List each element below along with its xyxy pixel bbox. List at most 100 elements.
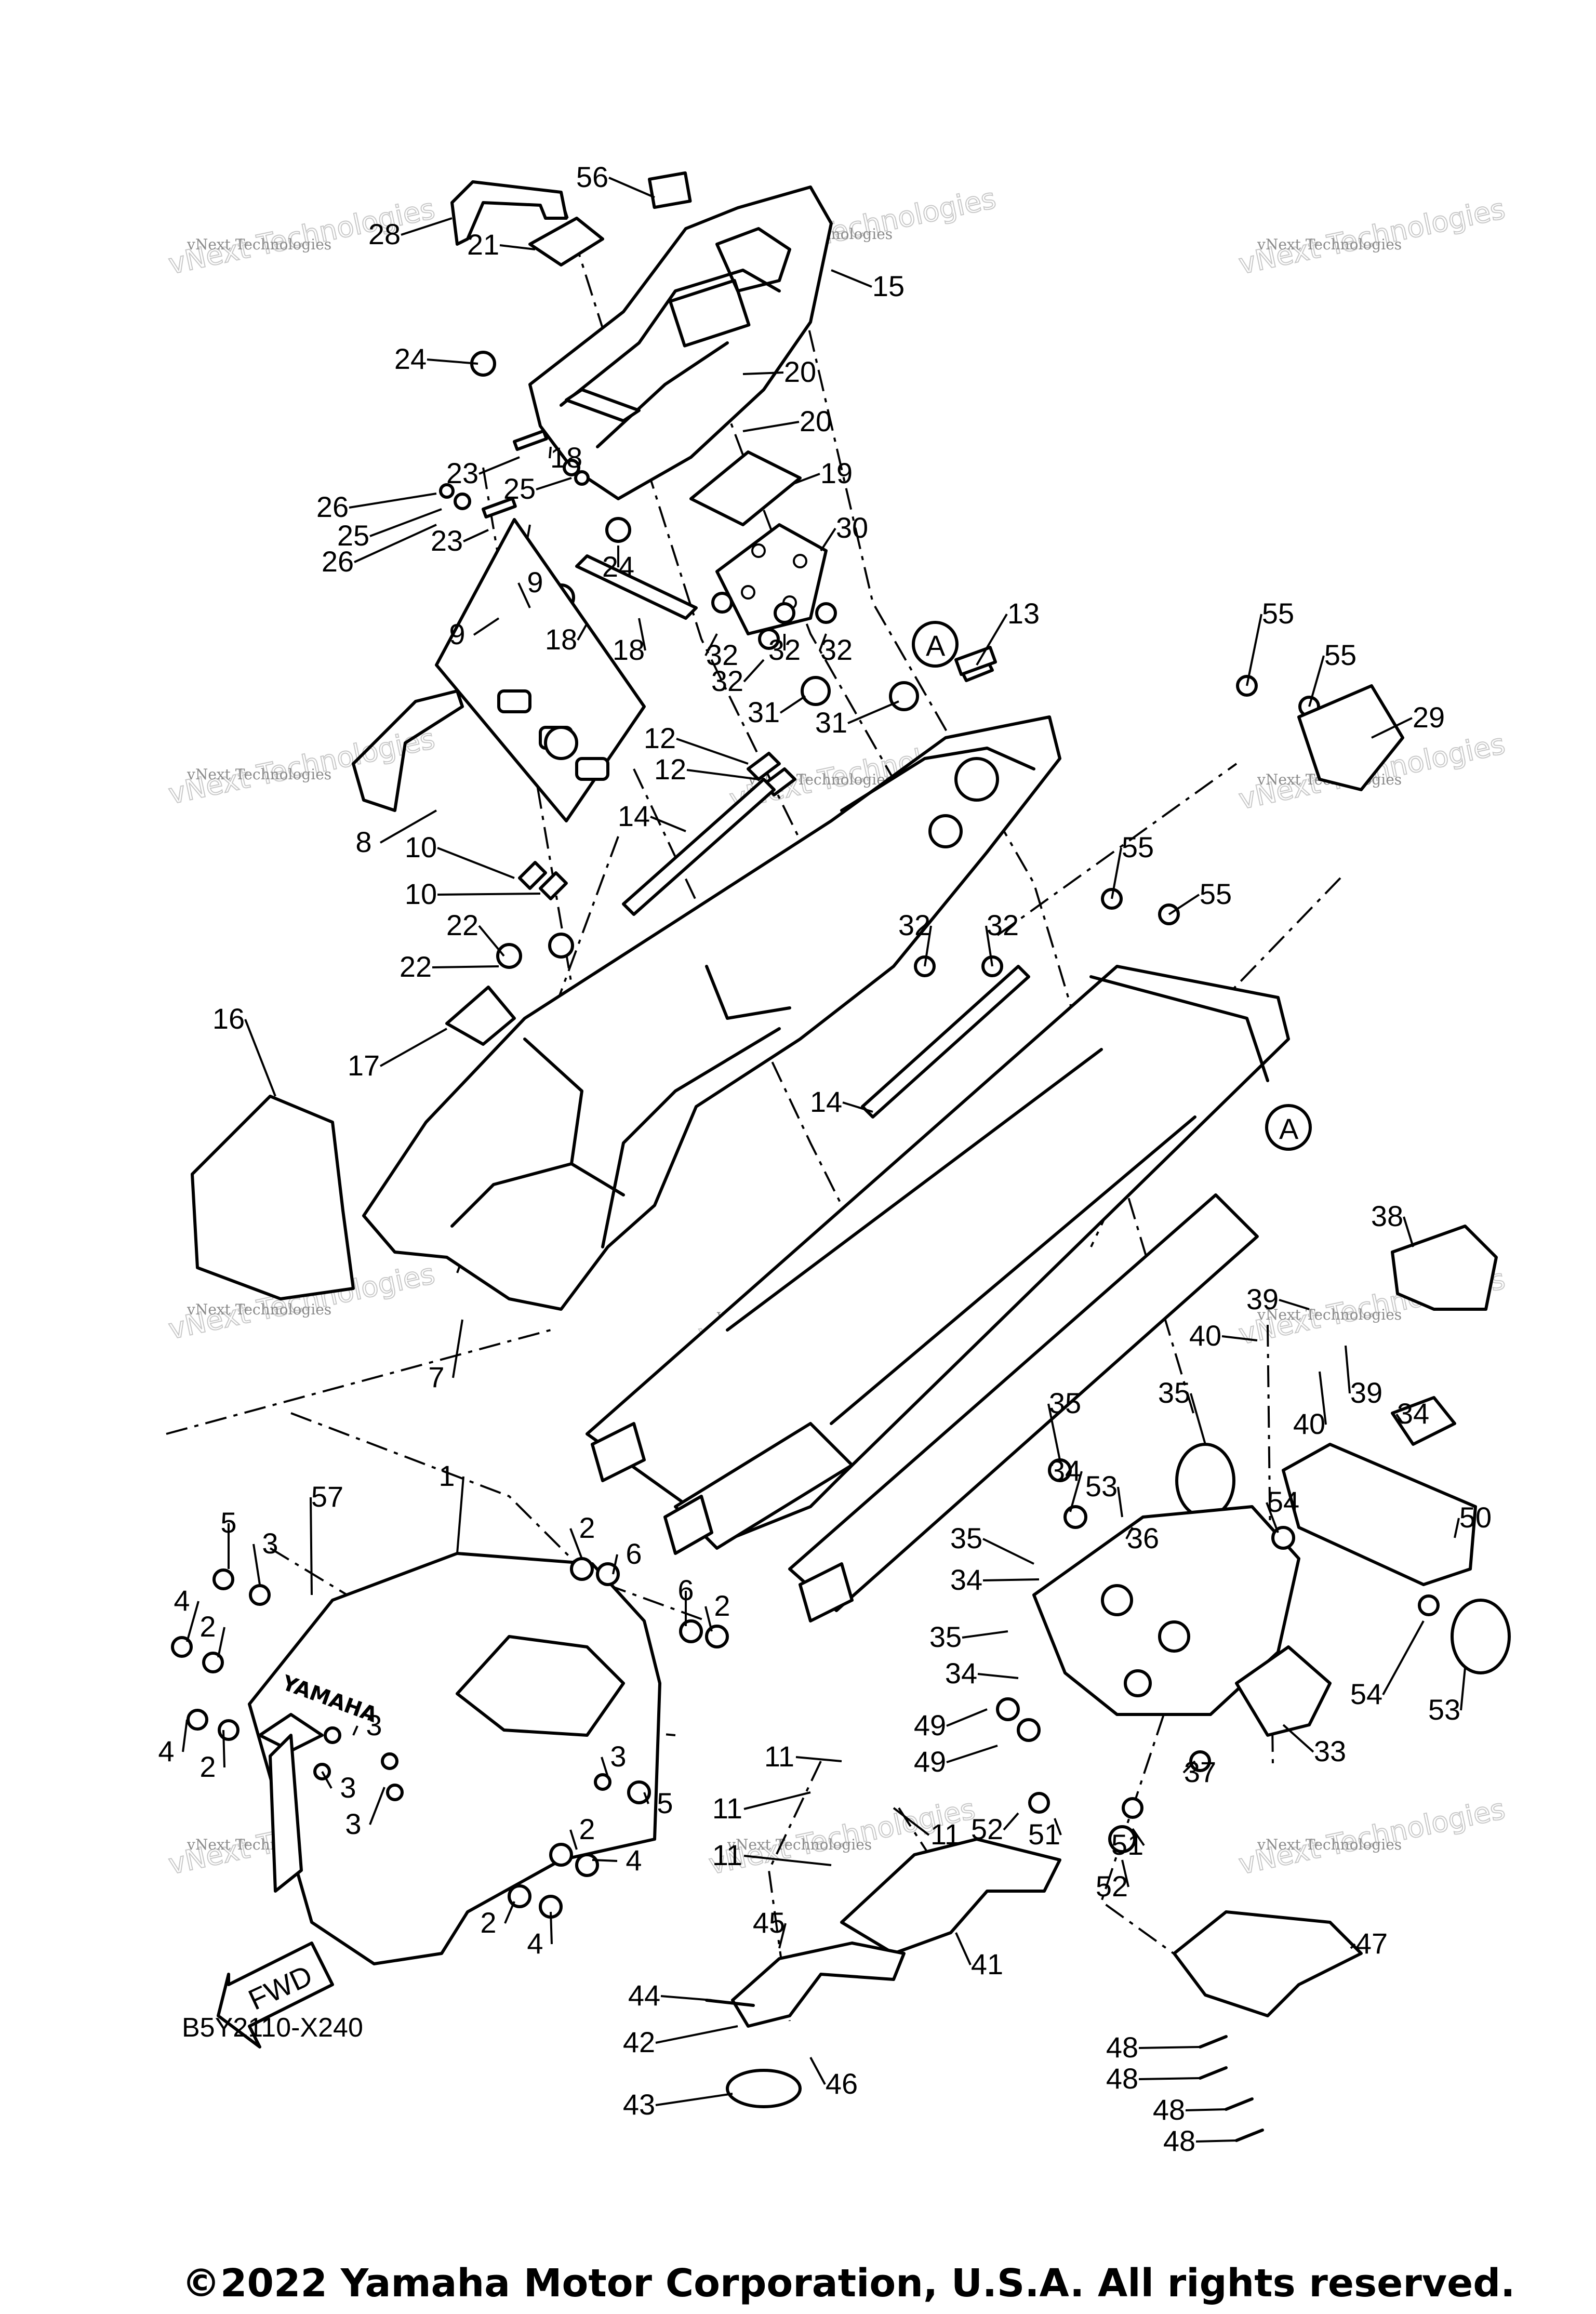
leader-line <box>1282 1724 1314 1753</box>
part-16-guard <box>191 1095 355 1300</box>
leader-line <box>349 493 437 509</box>
part-number-label: 35 <box>1158 1376 1190 1409</box>
leader-line <box>1371 717 1413 739</box>
callout-A-right: A <box>1265 1104 1312 1151</box>
part-number-label: 51 <box>1028 1818 1060 1851</box>
part-number-label: 11 <box>712 1839 742 1871</box>
leader-line <box>1138 2046 1201 2049</box>
leader-line <box>517 582 531 608</box>
leader-line <box>592 1859 618 1862</box>
leader-line <box>1168 894 1200 915</box>
part-number-label: 32 <box>768 633 801 666</box>
leader-line <box>456 1476 464 1554</box>
part-number-label: 48 <box>1106 2062 1138 2095</box>
part-number-label: 4 <box>626 1844 642 1877</box>
part-number-label: 55 <box>1262 597 1294 630</box>
part-number-label: 37 <box>1184 1756 1216 1788</box>
leader-line <box>1185 2108 1227 2111</box>
part-18-strip <box>575 554 698 620</box>
part-number-label: 21 <box>467 228 499 261</box>
leader-line <box>569 1528 583 1559</box>
leader-line <box>437 847 515 879</box>
part-number-label: 35 <box>950 1522 982 1554</box>
part-number-label: 2 <box>714 1589 730 1622</box>
part-number-label: 54 <box>1350 1678 1382 1710</box>
leader-line <box>946 1745 998 1763</box>
part-number-label: 32 <box>820 633 853 666</box>
part-number-label: 49 <box>914 1709 946 1741</box>
leader-line <box>504 1901 515 1924</box>
part-53-turn-signal <box>1175 1443 1235 1519</box>
svg-text:A: A <box>1279 1112 1299 1145</box>
part-number-label: 53 <box>1428 1693 1460 1726</box>
part-number-label: 50 <box>1459 1501 1492 1534</box>
part-19-sheet <box>689 450 802 526</box>
leader-lines <box>182 177 1466 2143</box>
part-7-rear-fender <box>362 715 1061 1311</box>
leader-line <box>831 269 872 288</box>
part-number-label: 18 <box>545 623 577 656</box>
part-number-label: 18 <box>550 441 582 474</box>
part-50-license-bracket <box>1282 1443 1477 1586</box>
leader-line <box>643 1792 649 1804</box>
part-number-label: 56 <box>576 161 608 193</box>
part-number-label: 9 <box>449 618 465 650</box>
leader-line <box>352 1725 358 1736</box>
part-8-bracket <box>352 518 646 822</box>
leader-line <box>369 508 442 537</box>
part-number-label: 42 <box>623 2026 655 2058</box>
leader-line <box>779 695 806 714</box>
part-number-label: 38 <box>1371 1200 1403 1232</box>
part-number-label: 55 <box>1200 877 1232 910</box>
part-number-label: 18 <box>613 633 645 666</box>
part-number-label: 34 <box>1397 1397 1429 1430</box>
svg-text:A: A <box>926 629 946 662</box>
leader-line <box>321 1771 332 1789</box>
part-number-label: 26 <box>316 490 349 523</box>
part-14-strip <box>622 778 776 916</box>
leader-line <box>1054 1818 1062 1836</box>
watermark: vNext Technologies vNext Technologies <box>1235 192 1509 281</box>
leader-line <box>1121 1859 1129 1887</box>
leader-line <box>577 623 588 641</box>
part-number-label: 16 <box>212 1002 245 1035</box>
part-number-label: 17 <box>348 1049 380 1082</box>
part-38-tail-light <box>1391 1225 1498 1311</box>
leader-line <box>1111 847 1122 899</box>
part-number-label: 6 <box>626 1537 642 1570</box>
part-number-label: 3 <box>366 1709 382 1741</box>
leader-line <box>977 1673 1019 1679</box>
leader-line <box>1460 1667 1466 1711</box>
part-number-label: 32 <box>706 639 738 671</box>
part-number-label: 32 <box>987 909 1019 941</box>
part-number-label: 54 <box>1267 1485 1299 1518</box>
leader-line <box>536 477 572 490</box>
part-56-label <box>648 171 692 209</box>
svg-text:vNext Technologies: vNext Technologies <box>727 1836 872 1853</box>
part-number-label: 57 <box>311 1480 343 1513</box>
leader-line <box>778 1923 787 1949</box>
part-number-label: 20 <box>800 405 832 437</box>
leader-line <box>1350 1943 1356 1949</box>
part-number-label: 22 <box>446 909 478 941</box>
leader-line <box>1319 1371 1327 1425</box>
part-number-label: 35 <box>929 1620 962 1653</box>
leader-line <box>1345 1345 1351 1394</box>
part-43-plate <box>726 2069 802 2108</box>
part-18-strip <box>565 388 641 422</box>
part-number-label: 29 <box>1413 701 1445 734</box>
leader-line <box>310 1497 313 1595</box>
leader-line <box>569 1829 578 1850</box>
part-number-label: 12 <box>654 753 686 786</box>
leader-line <box>985 925 993 967</box>
leader-line <box>924 925 932 967</box>
leader-line <box>369 1787 385 1825</box>
part-number-label: 23 <box>446 457 478 489</box>
leader-line <box>1246 614 1262 686</box>
part-28-grab-handle <box>450 180 568 246</box>
leader-line <box>1266 1502 1279 1533</box>
svg-text:vNext Technologies: vNext Technologies <box>187 766 331 783</box>
leader-line <box>1125 1527 1134 1539</box>
